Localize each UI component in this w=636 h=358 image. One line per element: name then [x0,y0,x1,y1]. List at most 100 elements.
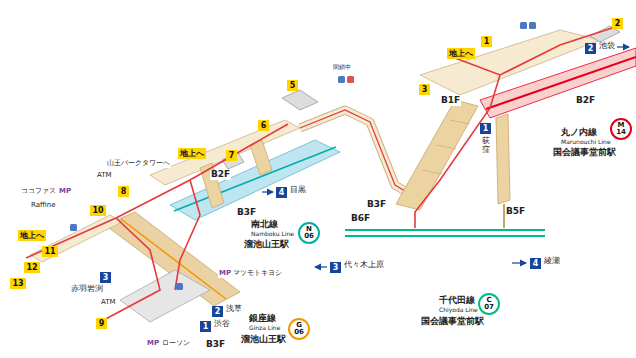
map-label: B5F [505,207,526,217]
map-label: 丸ノ内線 [560,128,598,138]
direction-arrow [315,266,327,267]
exit-number: 1 [481,36,492,47]
route-line [300,110,420,200]
facility-icon [176,283,183,290]
route-line [100,218,160,322]
exit-number: 10 [90,205,106,216]
stairs [396,100,478,210]
stairs [496,114,510,204]
platform-number: 2 [212,306,223,317]
node-text: 地上へ [180,150,204,158]
direction-arrow [512,262,526,263]
facility-icon [347,76,354,83]
map-label: 渋谷 [213,320,231,329]
node-text: 10 [92,207,103,215]
platform-number: 3 [100,272,111,283]
map-label: 閉鎖中 [332,64,352,71]
namboku-platform [170,140,340,220]
node-text: 1 [203,323,209,331]
chiyoda-track [345,229,545,231]
map-label: Marunouchi Line [560,139,612,146]
exit-sign: 地上へ [447,48,475,59]
map-label: B2F [210,170,231,180]
facility-icon [338,76,345,83]
line-badge: G06 [288,318,310,340]
map-label: B3F [236,208,257,218]
exit-number: 9 [96,318,107,329]
passage [300,110,420,200]
platform-number: 4 [530,258,541,269]
exit-number: 12 [24,262,40,273]
map-label: B1F [440,96,461,106]
node-text: 3 [333,264,339,272]
stair-step [436,145,456,149]
badge-text: C [486,297,491,304]
node-text: 地上へ [449,50,473,58]
map-label: 溜池山王駅 [243,240,290,250]
stair-step [422,170,442,174]
map-label: B2F [575,96,596,106]
marunouchi-platform [480,48,636,118]
route-line [455,28,612,75]
map-label: ローソン [161,340,191,348]
facility-icon [520,22,527,29]
map-label: 国会議事堂前駅 [420,317,485,327]
map-label: MP [218,270,232,278]
map-label: B3F [366,200,387,210]
node-text: 5 [290,82,296,90]
node-text: 4 [533,260,539,268]
route-line [415,75,500,228]
map-label: 荻窪 [482,137,490,155]
facility-icon [529,22,536,29]
map-label: 千代田線 [438,296,476,306]
map-label: 綾瀬 [543,257,561,266]
map-label: ココファス [20,188,57,196]
node-text: 12 [26,264,37,272]
map-label: 赤羽岩渕 [70,285,104,294]
exit-number: 3 [419,84,430,95]
badge-text: 14 [616,129,626,136]
direction-arrow [617,46,629,47]
node-text: 13 [12,280,23,288]
node-text: 2 [615,20,621,28]
marunouchi-track [486,57,636,109]
chiyoda-track [345,235,545,237]
badge-text: 06 [304,233,314,240]
map-label: 山王パークタワーへ [106,160,171,168]
map-label: 代々木上原 [343,261,385,270]
map-label: B3F [205,340,226,350]
lower-concourse [120,270,210,322]
node-text: 1 [483,125,489,133]
platform-number: 1 [200,321,211,332]
exit-sign: 地上へ [178,148,206,159]
node-text: 4 [279,189,285,197]
line-badge: C07 [478,293,500,315]
stairs [250,140,272,175]
map-label: MP [58,188,72,196]
map-label: MP [146,340,160,348]
route-line [26,124,288,258]
map-label: Raffine [30,202,57,210]
exit-stairs [282,90,318,110]
badge-text: N [306,226,312,233]
node-text: 2 [588,45,594,53]
node-text: 地上へ [20,232,44,240]
map-label: 池袋 [598,42,616,51]
exit-number: 2 [612,18,623,29]
exit-number: 5 [287,80,298,91]
node-text: 8 [121,188,127,196]
route-line [175,180,200,290]
map-label: 国会議事堂前駅 [552,148,617,158]
map-label: ATM [96,172,113,180]
platform-number: 1 [480,123,491,134]
map-label: ATM [100,299,117,307]
node-text: 3 [103,274,109,282]
node-text: 2 [215,308,221,316]
node-text: 11 [44,248,55,256]
badge-text: G [296,322,302,329]
badge-text: M [618,122,625,129]
platform-number: 3 [330,262,341,273]
map-label: 溜池山王駅 [240,335,287,345]
exit-sign: 地上へ [18,230,46,241]
